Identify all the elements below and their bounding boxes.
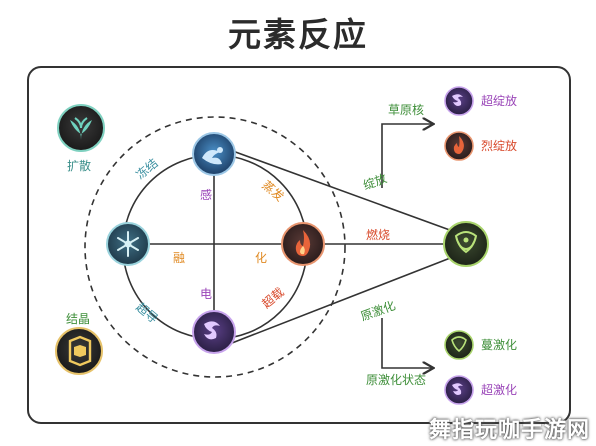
label-crystallize: 结晶 — [66, 312, 91, 326]
hyperbloom-electro-icon — [444, 86, 474, 116]
label-burgeon: 烈绽放 — [481, 139, 518, 153]
pyro-icon — [281, 222, 325, 266]
anemo-icon — [57, 104, 105, 152]
diagram-frame — [27, 66, 571, 424]
hydro-icon — [192, 132, 236, 176]
label-electro-charged-2: 电 — [200, 287, 213, 301]
label-melt-1: 融 — [173, 251, 186, 265]
burgeon-pyro-icon — [444, 131, 474, 161]
electro-icon — [192, 310, 236, 354]
dendro-icon — [443, 221, 489, 267]
page-title: 元素反应 — [228, 15, 368, 54]
label-electro-charged-1: 感 — [200, 188, 213, 202]
cryo-icon — [106, 222, 150, 266]
label-melt-2: 化 — [255, 251, 268, 265]
label-dendro-core: 草原核 — [388, 103, 425, 117]
label-quicken-state: 原激化状态 — [366, 373, 427, 387]
label-hyperbloom: 超绽放 — [481, 94, 518, 108]
geo-icon — [55, 327, 103, 375]
spread-dendro-icon — [444, 330, 474, 360]
label-aggravate: 超激化 — [481, 383, 518, 397]
label-burning: 燃烧 — [366, 228, 391, 242]
label-swirl: 扩散 — [67, 159, 92, 173]
watermark: 舞指玩咖手游网 — [428, 418, 590, 443]
label-spread: 蔓激化 — [481, 338, 518, 352]
aggravate-electro-icon — [444, 375, 474, 405]
